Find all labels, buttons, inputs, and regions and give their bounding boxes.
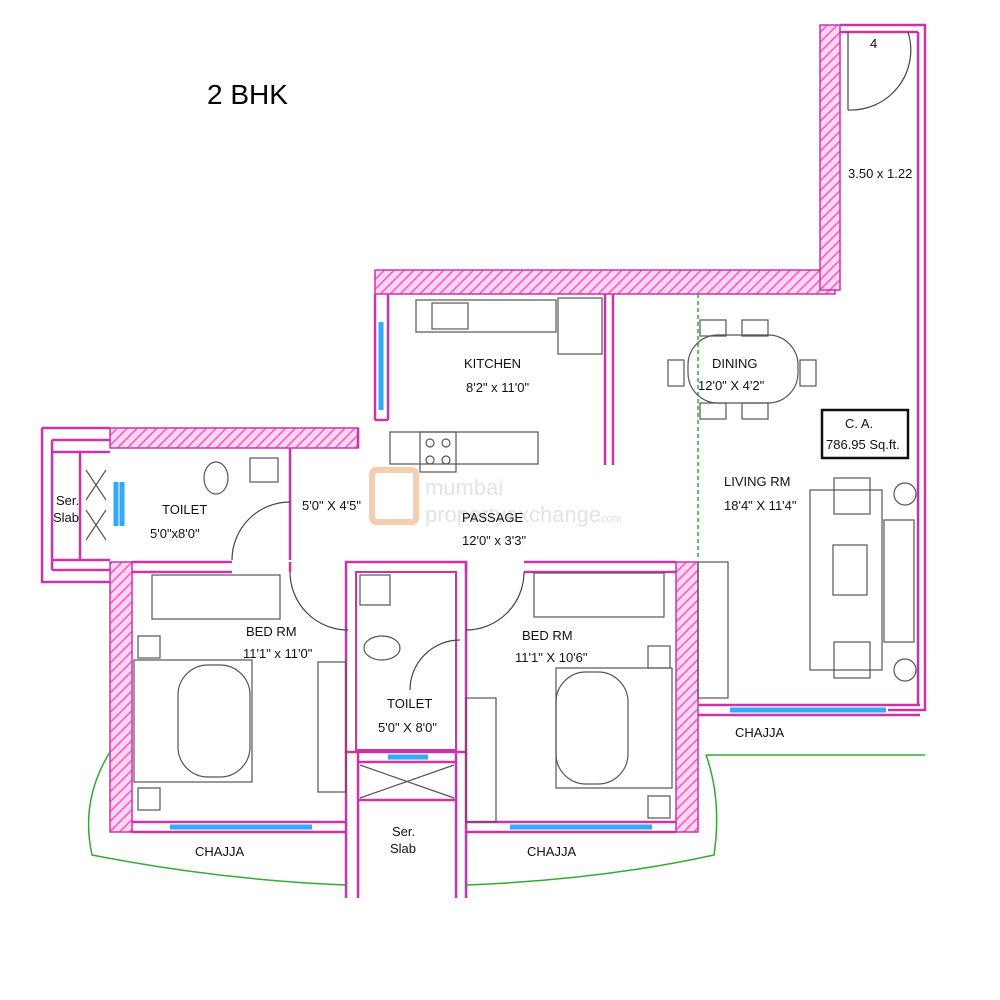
side-table-icon: [647, 645, 671, 669]
carpet-area-box: [820, 408, 910, 460]
dining-chair-icon: [799, 359, 817, 387]
wc-icon: [363, 635, 401, 661]
carpet-area-label: C. A.: [845, 416, 873, 431]
balcony-number: 4: [870, 36, 877, 51]
dining-chair-icon: [699, 402, 727, 420]
tv-unit: [465, 697, 497, 823]
watermark-brand-top: mumbai: [425, 475, 503, 500]
balcony-size: 3.50 x 1.22: [848, 166, 912, 181]
living-rug: [809, 489, 883, 671]
toilet-1-name: TOILET: [162, 502, 207, 517]
hatched-walls: [109, 24, 841, 833]
lamp-icon: [893, 658, 917, 682]
ser-slab-2-line2: Slab: [390, 841, 416, 856]
chajja-outlines: [87, 294, 925, 886]
bed-icon: [133, 659, 253, 783]
pillow-icon: [555, 671, 629, 785]
tv-unit: [317, 661, 347, 793]
living-size: 18'4" X 11'4": [724, 498, 797, 513]
sink-icon: [431, 302, 469, 330]
bed-1-size: 11'1" x 11'0": [243, 646, 313, 661]
sofa-icon: [883, 519, 915, 643]
ser-slab-1-line1: Ser.: [56, 493, 79, 508]
kitchen-counter: [415, 299, 557, 333]
watermark: mumbai propertyexchange .com: [369, 467, 622, 527]
toilet-2-size: 5'0" X 8'0": [378, 720, 437, 735]
room-labels: 4 3.50 x 1.22 KITCHEN 8'2" x 11'0" DININ…: [53, 36, 912, 859]
bed-1-name: BED RM: [246, 624, 297, 639]
ser-slab-2-line1: Ser.: [392, 824, 415, 839]
dining-chair-icon: [667, 359, 685, 387]
armchair-icon: [833, 477, 871, 515]
door-swings: [231, 31, 912, 691]
side-table-icon: [647, 795, 671, 819]
washbasin-icon: [249, 457, 279, 483]
dining-name: DINING: [712, 356, 758, 371]
passage-size: 5'0" X 4'5": [302, 498, 361, 513]
toilet-2-name: TOILET: [387, 696, 432, 711]
fridge-icon: [557, 297, 603, 355]
wc-icon: [203, 461, 229, 495]
shower-icon: [359, 574, 391, 606]
windows: [113, 322, 886, 830]
tv-unit: [697, 561, 729, 699]
toilet-1-size: 5'0"x8'0": [150, 526, 200, 541]
chajja-label-middle: CHAJJA: [527, 844, 576, 859]
dining-size: 12'0" X 4'2": [698, 378, 765, 393]
plan-title: 2 BHK: [207, 79, 288, 110]
kitchen-platform: [389, 431, 539, 465]
carpet-area-value: 786.95 Sq.ft.: [826, 437, 900, 452]
chajja-label-left: CHAJJA: [195, 844, 244, 859]
bed-2-size: 11'1" X 10'6": [515, 650, 588, 665]
thin-walls: [40, 23, 927, 898]
kitchen-size: 8'2" x 11'0": [466, 380, 529, 395]
kitchen-name: KITCHEN: [464, 356, 521, 371]
dining-chair-icon: [741, 402, 769, 420]
stove-icon: [419, 431, 457, 473]
pantry-size: 12'0" x 3'3": [462, 533, 526, 548]
wardrobe-icon: [533, 572, 665, 618]
pantry-name: PASSAGE: [462, 510, 524, 525]
armchair-icon: [833, 641, 871, 679]
side-table-icon: [137, 635, 161, 659]
watermark-brand-suffix: .com: [598, 513, 622, 525]
dining-chair-icon: [699, 319, 727, 337]
furniture: [85, 297, 917, 823]
bed-2-name: BED RM: [522, 628, 573, 643]
dining-chair-icon: [741, 319, 769, 337]
chajja-label-right: CHAJJA: [735, 725, 784, 740]
watermark-brand-bottom: propertyexchange: [425, 502, 601, 527]
living-name: LIVING RM: [724, 474, 790, 489]
coffee-table: [832, 544, 868, 596]
bed-icon: [555, 667, 673, 789]
side-table-icon: [137, 787, 161, 811]
lamp-icon: [893, 482, 917, 506]
ser-slab-1-line2: Slab: [53, 510, 79, 525]
pillow-icon: [177, 664, 251, 778]
wardrobe-icon: [151, 574, 281, 620]
